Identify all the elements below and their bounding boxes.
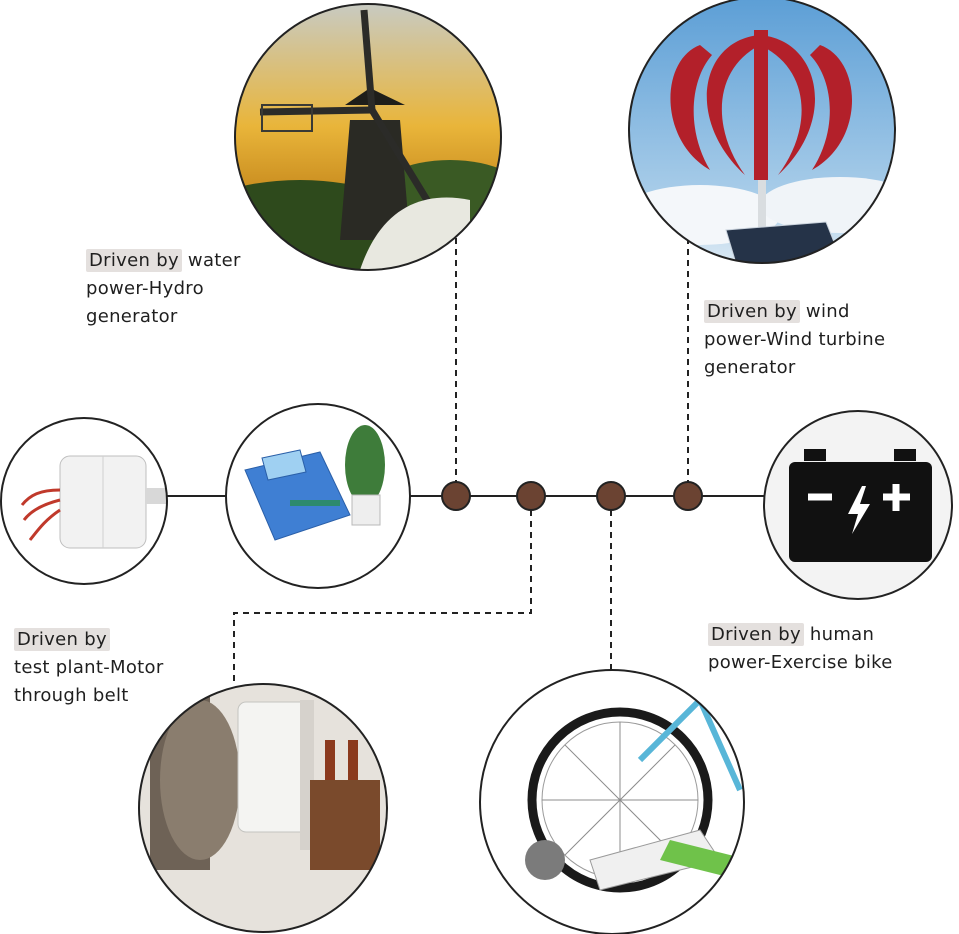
label-water-line1: water — [181, 250, 241, 271]
label-wind-line3: generator — [704, 357, 796, 378]
label-wind-line2: power-Wind turbine — [704, 329, 886, 350]
dashed-links — [233, 238, 689, 686]
junction-nodes — [441, 481, 703, 511]
driven-by-highlight-test: Driven by — [14, 628, 110, 651]
junction-node-wind — [673, 481, 703, 511]
driven-by-highlight-water: Driven by — [86, 249, 182, 272]
label-human-line2: power-Exercise bike — [708, 652, 893, 673]
battery-image — [763, 410, 953, 600]
label-human-line1: human — [803, 624, 875, 645]
charge-controller-image — [225, 403, 411, 589]
label-test-line3: through belt — [14, 685, 129, 706]
junction-node-motor — [516, 481, 546, 511]
junction-node-hydro — [441, 481, 471, 511]
label-water-line2: power-Hydro — [86, 278, 204, 299]
label-water-power: Driven by water power-Hydro generator — [86, 247, 346, 331]
driven-by-highlight-wind: Driven by — [704, 300, 800, 323]
generator-image — [0, 417, 168, 585]
exercise-bike-image — [479, 669, 745, 934]
label-water-line3: generator — [86, 306, 178, 327]
label-test-line2: test plant-Motor — [14, 657, 164, 678]
junction-node-bike — [596, 481, 626, 511]
label-wind-power: Driven by wind power-Wind turbine genera… — [704, 298, 954, 382]
hydro-windmill-image — [234, 3, 502, 271]
motor-belt-image — [138, 683, 388, 933]
driven-by-highlight-human: Driven by — [708, 623, 804, 646]
label-test-plant: Driven by test plant-Motor through belt — [14, 626, 244, 710]
label-wind-line1: wind — [799, 301, 850, 322]
wind-turbine-image — [628, 0, 896, 264]
label-human-power: Driven by human power-Exercise bike — [708, 621, 958, 677]
